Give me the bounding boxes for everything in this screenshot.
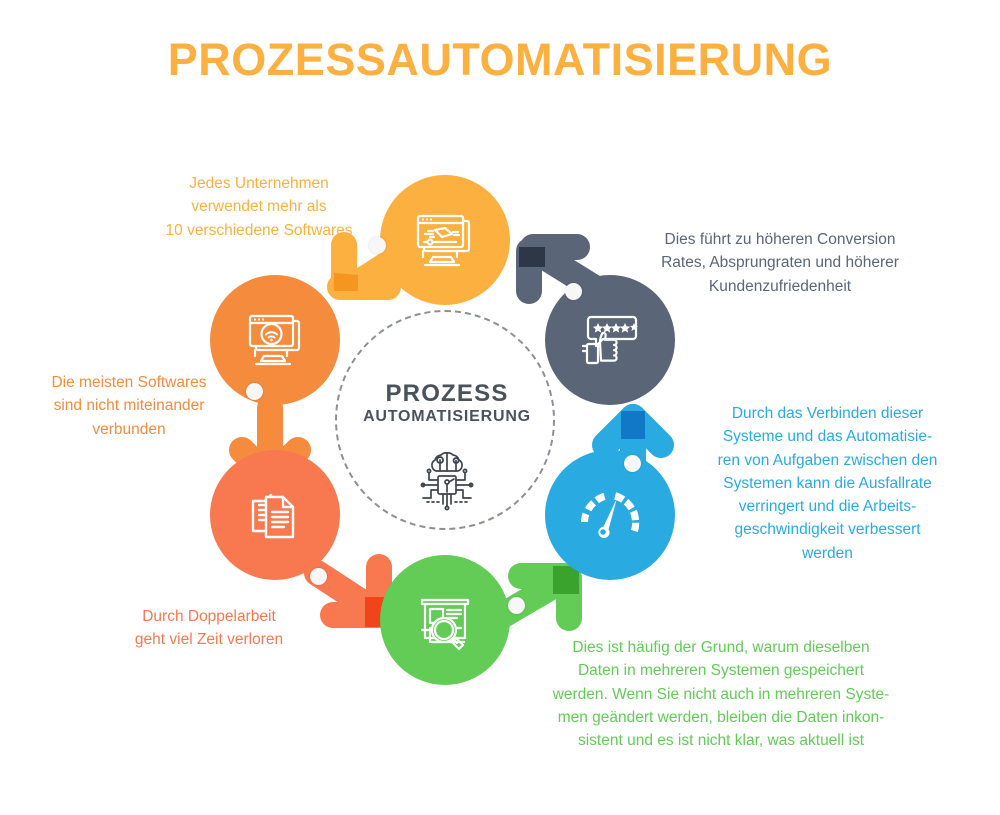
caption-customer-satisfaction: Dies führt zu höheren Conversion Rates, …: [625, 228, 935, 298]
caption-speed-performance: Durch das Verbinden dieser Systeme und d…: [690, 402, 965, 565]
caption-line: Systeme und das Automatisie-: [722, 428, 933, 446]
arrow-bottomright-to-topright: [585, 395, 681, 505]
caption-disconnected-software: Die meisten Softwares sind nicht miteina…: [20, 371, 238, 441]
caption-line: geschwindigkeit verbessert: [734, 521, 921, 539]
caption-line: verringert und die Arbeits-: [738, 498, 917, 515]
connector-dot-topright: [565, 283, 582, 300]
center-hub: PROZESS AUTOMATISIERUNG: [335, 310, 555, 530]
caption-line: verbunden: [92, 420, 166, 438]
ai-brain-circuit-icon: [409, 440, 485, 516]
hub-subtitle: AUTOMATISIERUNG: [363, 408, 531, 425]
caption-line: Dies ist häufig der Grund, warum dieselb…: [572, 639, 870, 656]
caption-line: Daten in mehreren Systemen gespeichert: [577, 662, 865, 680]
caption-line: sistent und es ist nicht klar, was aktue…: [577, 732, 865, 749]
caption-line: Rates, Absprungraten und höherer: [661, 254, 899, 272]
page-title: PROZESSAUTOMATISIERUNG: [167, 34, 833, 85]
caption-line: Durch das Verbinden dieser: [731, 405, 924, 422]
caption-line: sind nicht miteinander: [53, 397, 205, 415]
connector-dot-bottomleft: [310, 568, 327, 585]
caption-line: werden. Wenn Sie nicht auch in mehreren …: [552, 685, 890, 703]
connector-dot-topleft: [246, 383, 263, 400]
node-duplicate-work[interactable]: [210, 450, 340, 580]
caption-line: werden: [802, 544, 853, 562]
node-data-inconsistency[interactable]: [380, 555, 510, 685]
caption-line: Kundenzufriedenheit: [708, 277, 852, 295]
caption-line: men geändert werden, bleiben die Daten i…: [557, 708, 885, 726]
caption-line: Durch Doppelarbeit: [142, 608, 276, 625]
caption-data-inconsistency: Dies ist häufig der Grund, warum dieselb…: [505, 636, 937, 752]
caption-line: Dies führt zu höheren Conversion: [664, 231, 896, 248]
caption-line: verwendet mehr als: [191, 198, 327, 216]
caption-duplicate-work: Durch Doppelarbeit geht viel Zeit verlor…: [100, 605, 318, 652]
connector-dot-top: [369, 237, 386, 254]
hub-title: PROZESS: [385, 380, 509, 407]
caption-line: Systemen kann die Ausfallrate: [723, 474, 932, 492]
node-software-count[interactable]: [380, 175, 510, 305]
caption-line: Jedes Unternehmen: [189, 175, 329, 192]
caption-line: geht viel Zeit verloren: [134, 631, 284, 649]
node-disconnected-software[interactable]: [210, 275, 340, 405]
caption-line: 10 verschiedene Softwares: [165, 221, 353, 239]
connector-dot-bottom: [508, 597, 525, 614]
caption-line: ren von Aufgaben zwischen den: [717, 451, 938, 469]
node-speed-performance[interactable]: [545, 450, 675, 580]
caption-line: Die meisten Softwares: [51, 374, 207, 391]
caption-software-count: Jedes Unternehmen verwendet mehr als 10 …: [130, 172, 388, 242]
connector-dot-bottomright: [624, 455, 641, 472]
